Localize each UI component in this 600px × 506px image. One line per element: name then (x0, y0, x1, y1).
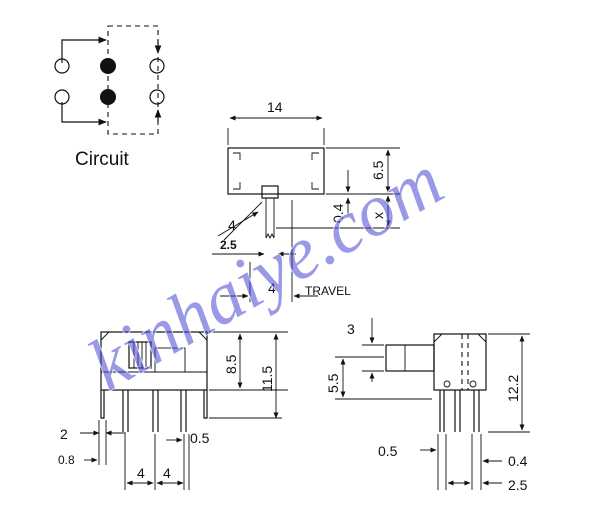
dim-side-height: 12.2 (505, 375, 521, 402)
dim-height: 6.5 (370, 160, 386, 180)
side-view: 3 5.5 12.2 0.5 0.4 2.5 (325, 318, 530, 493)
dim-side-offset: 0.4 (508, 453, 528, 469)
actuator-knob (261, 185, 279, 199)
dim-side-pin-thickness: 0.5 (378, 443, 398, 459)
mount-leg (100, 390, 105, 419)
dim-x: x (370, 212, 386, 219)
terminal-open (54, 89, 70, 105)
terminal-open (54, 58, 70, 74)
pin (180, 390, 187, 432)
side-pin (439, 390, 445, 432)
side-actuator (385, 344, 435, 372)
side-body (433, 333, 487, 391)
top-body (227, 147, 325, 195)
dim-leg-thickness: 0.8 (58, 453, 75, 467)
front-view: 8.5 11.5 2 0.8 0.5 4 4 (58, 331, 288, 490)
front-body (100, 331, 208, 391)
terminal-common (100, 58, 116, 74)
terminal-common (100, 89, 116, 105)
mount-leg (203, 390, 208, 419)
travel-label: TRAVEL (305, 284, 351, 298)
dim-total-height: 11.5 (259, 366, 275, 392)
circuit-label: Circuit (75, 149, 130, 170)
dim-side-pitch: 2.5 (508, 477, 528, 493)
dim-actuator-offset: 5.5 (325, 373, 341, 393)
dim-width: 14 (267, 99, 283, 115)
terminal-open (149, 89, 165, 105)
dim-pin-width: 2.5 (220, 238, 237, 252)
pin (122, 390, 129, 432)
dim-actuator-height: 3 (347, 321, 355, 337)
dim-angle: 4 (228, 217, 236, 233)
dim-pitch-right: 4 (163, 465, 171, 481)
circuit-diagram: Circuit (54, 25, 165, 170)
dim-travel: 4 (268, 280, 276, 296)
pin (152, 390, 159, 432)
front-actuator (128, 341, 152, 369)
dim-pitch-left: 4 (137, 465, 145, 481)
side-pin (473, 390, 480, 432)
dim-offset: 0.4 (330, 203, 346, 223)
dim-body-height: 8.5 (223, 354, 239, 374)
terminal-open (149, 58, 165, 74)
side-pin (454, 390, 461, 432)
dim-leg-width: 2 (60, 426, 68, 442)
top-view: 14 6.5 0.4 x 4 2.5 4 TRAVEL (212, 99, 400, 302)
dim-pin-thickness: 0.5 (190, 430, 210, 446)
circuit-dashed-frame (107, 25, 159, 135)
